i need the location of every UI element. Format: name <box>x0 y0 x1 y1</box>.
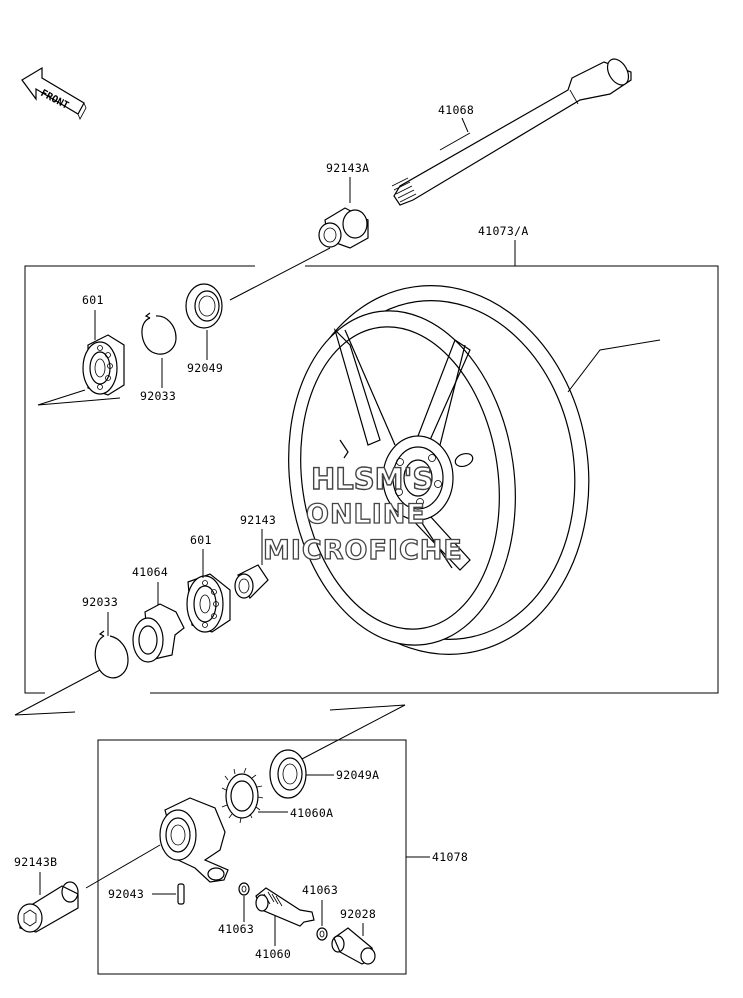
collar-92143b-part <box>17 881 79 933</box>
watermark-line1: HLSM'S <box>311 462 433 496</box>
watermark: HLSM'S ONLINE MICROFICHE <box>262 461 463 566</box>
front-arrow-icon: FRONT <box>21 66 87 120</box>
label-41068: 41068 <box>438 103 474 117</box>
label-92143a: 92143A <box>326 161 369 175</box>
label-92143b: 92143B <box>14 855 57 869</box>
axle-part <box>391 58 632 206</box>
coupling-41064-part <box>132 603 185 663</box>
pinion-41060-part <box>255 887 315 927</box>
oil-seal-92049-part <box>185 283 223 329</box>
bearing-601-lower-part <box>186 573 231 633</box>
gear-41060a-part <box>221 767 264 824</box>
watermark-line3: MICROFICHE <box>263 535 463 566</box>
label-41078: 41078 <box>432 850 468 864</box>
washer-41063-right-part <box>316 927 328 941</box>
label-41060a: 41060A <box>290 806 333 820</box>
bushing-92028-part <box>331 927 376 965</box>
label-601-lower: 601 <box>190 533 212 547</box>
gear-housing-part <box>159 797 229 883</box>
watermark-line2: ONLINE <box>306 499 426 530</box>
label-92033-lower: 92033 <box>82 595 118 609</box>
label-92049a: 92049A <box>336 768 379 782</box>
label-41073a: 41073/A <box>478 224 529 238</box>
speedometer-gear-frame <box>97 739 430 975</box>
collar-92143-part <box>234 564 269 600</box>
label-92028: 92028 <box>340 907 376 921</box>
label-41060: 41060 <box>255 947 291 961</box>
bearing-601-top-part <box>82 334 125 396</box>
wheel-assembly-frame <box>24 240 719 694</box>
label-92033-top: 92033 <box>140 389 176 403</box>
wheel-rim-part <box>288 285 590 655</box>
snap-ring-92033-top-part <box>141 312 177 355</box>
label-92043: 92043 <box>108 887 144 901</box>
label-92143: 92143 <box>240 513 276 527</box>
label-92049: 92049 <box>187 361 223 375</box>
pin-92043-part <box>177 883 185 905</box>
label-41064: 41064 <box>132 565 168 579</box>
label-41063-left: 41063 <box>218 922 254 936</box>
collar-92143a-part <box>318 207 369 249</box>
washer-41063-left-part <box>238 882 250 896</box>
label-41063-right: 41063 <box>302 883 338 897</box>
oil-seal-92049a-part <box>269 749 307 799</box>
label-601-top: 601 <box>82 293 104 307</box>
snap-ring-92033-lower-part <box>94 630 129 679</box>
